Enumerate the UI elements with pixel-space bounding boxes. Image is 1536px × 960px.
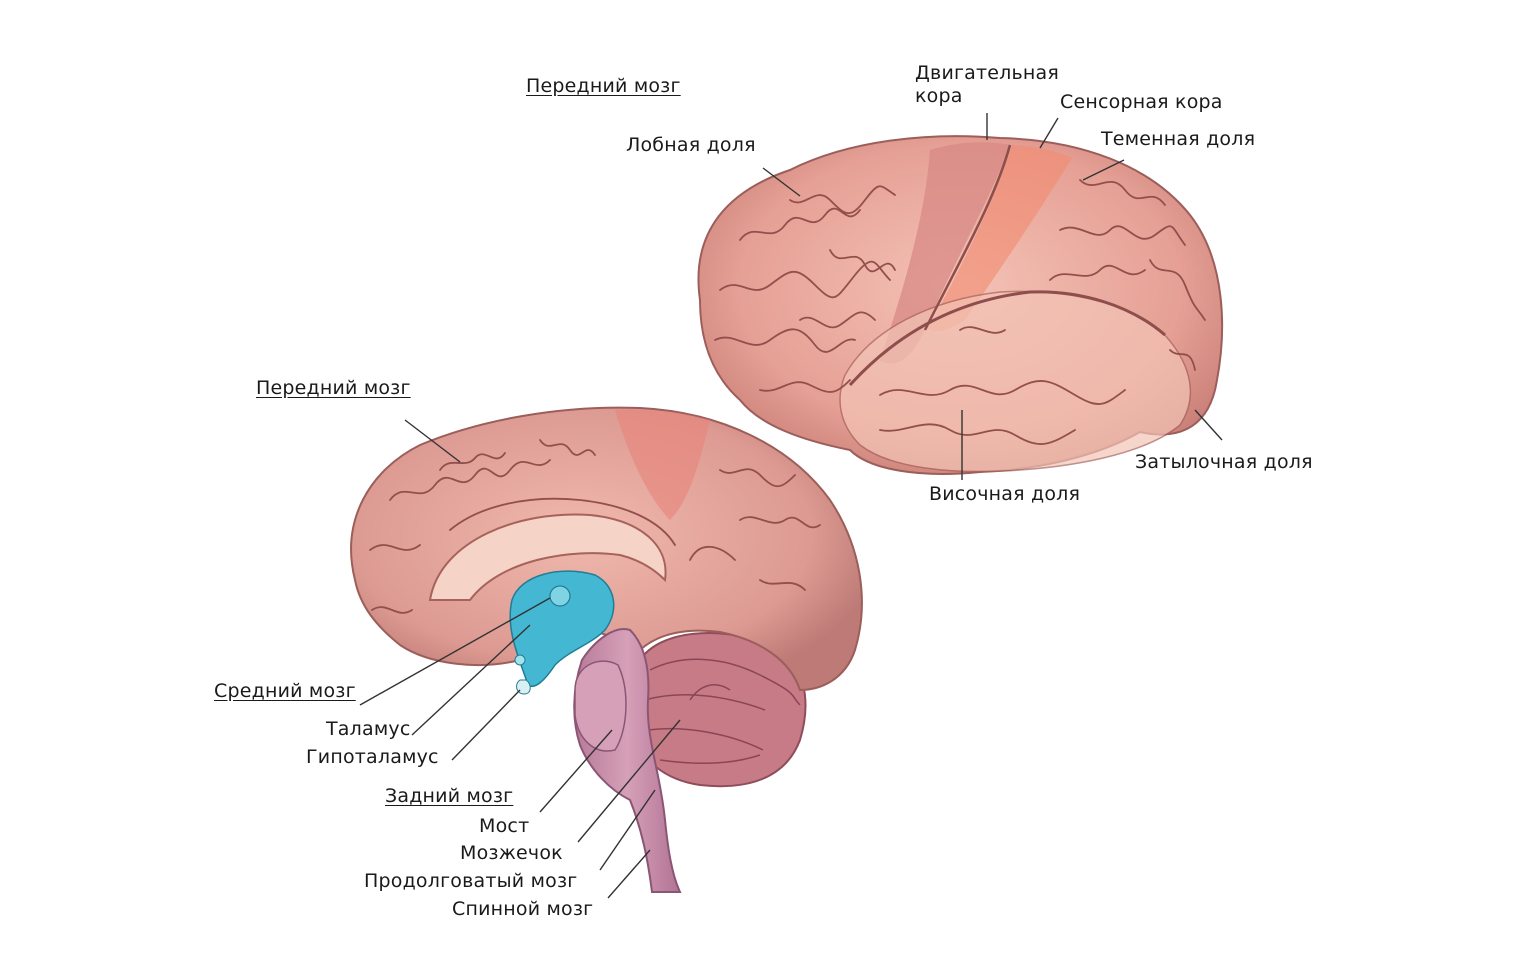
- sagittal-leader-lines: [359, 419, 681, 899]
- motor-cortex-region: [880, 142, 1010, 364]
- thalamus-circle: [549, 585, 571, 607]
- temporal-lobe-region: [839, 290, 1192, 473]
- thalamus-region: [509, 570, 615, 687]
- label-thalamus: Таламус: [326, 718, 411, 740]
- sagittal-motor-region: [615, 409, 710, 520]
- hypothalamus-node: [514, 654, 526, 666]
- label-motor-cortex: Двигательная кора: [915, 62, 1060, 107]
- label-forebrain-left: Передний мозг: [256, 377, 411, 399]
- label-frontal-lobe: Лобная доля: [626, 134, 756, 156]
- lateral-leader-lines: [762, 113, 1223, 480]
- cerebellum-folia: [644, 658, 801, 764]
- label-pons: Мост: [479, 815, 530, 837]
- lateral-brain: [697, 113, 1224, 480]
- label-temporal-lobe: Височная доля: [929, 483, 1081, 505]
- label-occipital-lobe: Затылочная доля: [1135, 451, 1313, 473]
- sensory-cortex-region: [928, 145, 1072, 332]
- label-medulla: Продолговатый мозг: [364, 870, 578, 892]
- label-cerebellum: Мозжечок: [460, 842, 563, 864]
- label-forebrain-top: Передний мозг: [526, 75, 681, 97]
- sagittal-brain: [350, 406, 863, 899]
- lateral-gyri: [714, 179, 1206, 445]
- label-sensory-cortex: Сенсорная кора: [1060, 91, 1223, 113]
- pons-bulge: [574, 660, 627, 752]
- label-midbrain: Средний мозг: [214, 680, 356, 702]
- label-hindbrain: Задний мозг: [385, 785, 514, 807]
- lateral-sulcus: [848, 290, 1166, 387]
- sagittal-gyri: [369, 439, 821, 614]
- label-hypothalamus: Гипоталамус: [306, 746, 439, 768]
- label-parietal-lobe: Теменная доля: [1101, 128, 1256, 150]
- corpus-callosum: [428, 513, 667, 601]
- label-spinal-cord: Спинной мозг: [452, 898, 594, 920]
- central-sulcus: [923, 144, 1012, 331]
